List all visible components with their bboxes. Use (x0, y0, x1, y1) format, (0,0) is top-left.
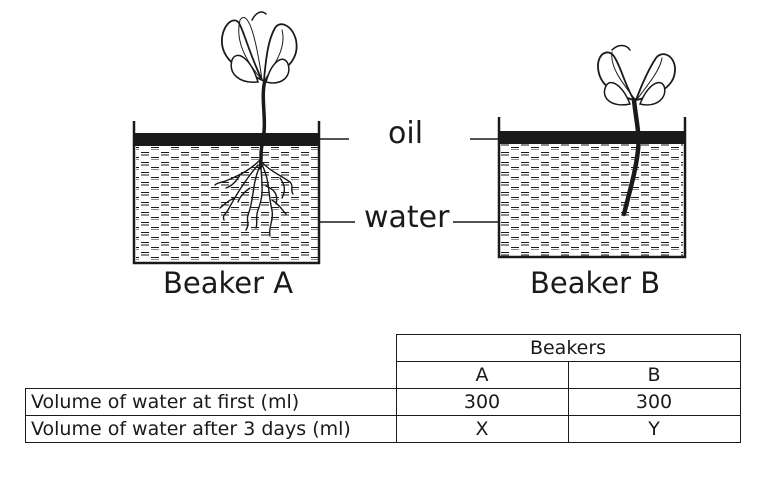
row-label: Volume of water at first (ml) (25, 388, 397, 416)
column-header-b: B (567, 361, 741, 389)
beaker-b-outline (497, 117, 687, 259)
table-header-row: Beakers (26, 334, 741, 362)
beaker-b-water (501, 144, 683, 256)
oil-label: oil (388, 116, 424, 151)
table-cell: X (395, 415, 569, 443)
table-cell: 300 (395, 388, 569, 416)
plant-a-leaf (265, 58, 290, 84)
water-volume-table: Beakers A B Volume of water at first (ml… (25, 334, 741, 443)
beaker-b-oil-layer (499, 131, 685, 144)
plant-b-leaf (603, 81, 632, 106)
column-header-a: A (395, 361, 569, 389)
beaker-b-label: Beaker B (530, 266, 661, 300)
water-label: water (364, 200, 450, 235)
beaker-a-water (136, 146, 318, 262)
plant-a (214, 11, 298, 237)
table-subheader-row: A B (26, 361, 741, 389)
table-row: Volume of water after 3 days (ml) X Y (25, 415, 741, 443)
table-cell: 300 (567, 388, 741, 416)
beakers-diagram (132, 11, 687, 265)
plant-a-roots (214, 159, 294, 237)
beakers-header: Beakers (395, 334, 741, 362)
plant-a-leaf (230, 54, 259, 83)
beaker-a-oil-layer (134, 133, 320, 146)
beaker-a (132, 121, 321, 265)
beaker-a-outline (132, 121, 321, 265)
table-cell: Y (567, 415, 741, 443)
beaker-b (497, 117, 687, 259)
plant-b-stem (621, 97, 641, 217)
plant-b-leaf (638, 81, 666, 106)
plant-b (597, 44, 676, 217)
row-label: Volume of water after 3 days (ml) (25, 415, 397, 443)
beaker-a-label: Beaker A (163, 266, 294, 300)
table-row: Volume of water at first (ml) 300 300 (25, 388, 741, 416)
